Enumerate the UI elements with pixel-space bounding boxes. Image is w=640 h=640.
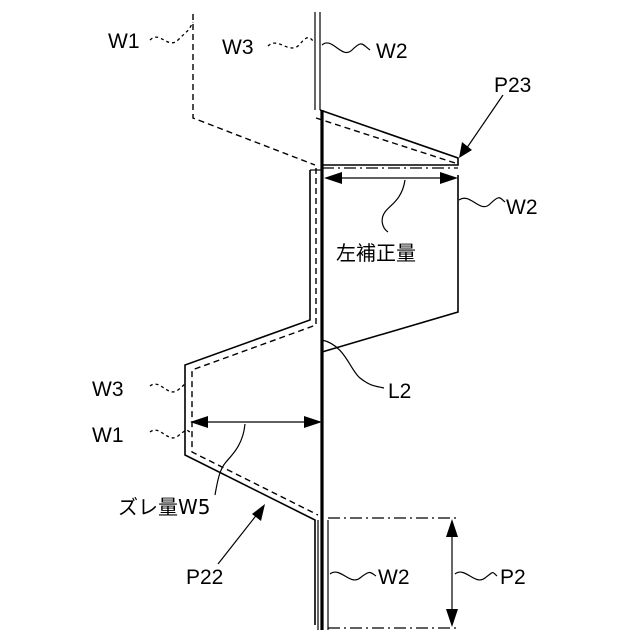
leader-w2-right [459, 198, 505, 207]
label-left-correction: 左補正量 [336, 241, 416, 265]
leader-p2 [455, 572, 497, 580]
w3-outline-left [185, 170, 315, 625]
label-w2-top: W2 [376, 40, 408, 63]
leader-p23 [462, 95, 503, 155]
label-p23: P23 [494, 74, 531, 97]
leader-w2-top [322, 43, 370, 53]
arrow-left [324, 172, 342, 184]
arrow-right [440, 172, 458, 184]
w3-flange-upper [316, 118, 455, 163]
w2-flange-upper [320, 110, 458, 165]
label-l2: L2 [388, 380, 411, 403]
arrow-up-p2 [446, 519, 458, 537]
arrow-down-p2 [446, 609, 458, 627]
w1-outline-left [192, 168, 318, 515]
label-shift-w5: ズレ量W5 [118, 495, 211, 519]
label-w1-left: W1 [92, 424, 124, 447]
leader-shift-w5 [215, 424, 245, 495]
label-w2-right: W2 [506, 196, 538, 219]
label-w3-top: W3 [222, 36, 254, 59]
arrow-p23 [459, 142, 472, 158]
label-w3-left: W3 [92, 378, 124, 401]
leader-l2 [322, 340, 384, 388]
leader-w1-top [150, 22, 193, 43]
leader-w1-left [150, 430, 190, 438]
leader-w3-top [268, 38, 315, 48]
leader-w2-bottom [330, 572, 376, 580]
label-w1-top: W1 [108, 30, 140, 53]
label-p22: P22 [186, 566, 223, 589]
leader-left-correction [382, 180, 405, 232]
arrow-right-w5 [304, 416, 322, 428]
label-p2: P2 [500, 566, 526, 589]
w1-outline-upper [193, 14, 315, 165]
label-w2-bottom: W2 [378, 566, 410, 589]
leader-w3-left [150, 384, 186, 392]
